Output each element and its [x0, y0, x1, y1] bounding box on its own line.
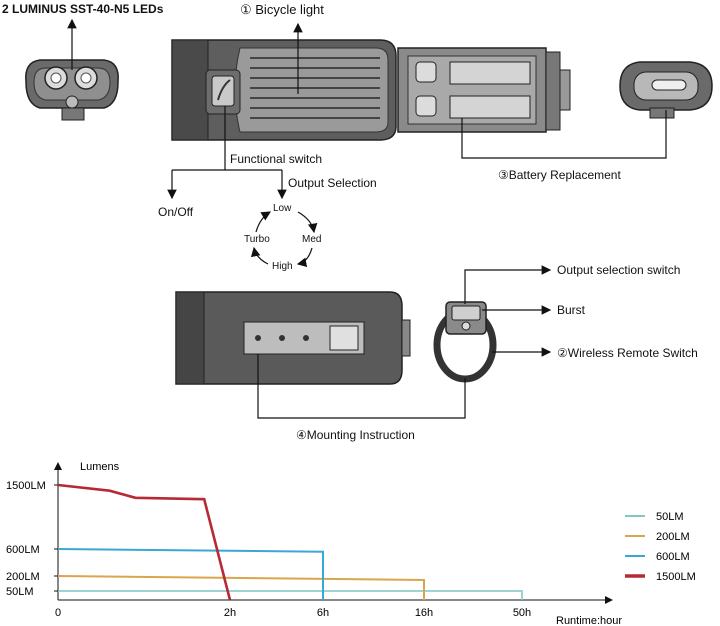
product-diagram	[25, 18, 713, 419]
leds-label: 2 LUMINUS SST-40-N5 LEDs	[2, 2, 164, 16]
chart-x-label: Runtime:hour	[556, 615, 622, 626]
legend-label: 200LM	[656, 531, 690, 543]
x-tick-label: 16h	[415, 607, 433, 619]
battery-replacement-label: ③Battery Replacement	[498, 168, 621, 182]
mounting-instruction-label: ④Mounting Instruction	[296, 428, 415, 442]
remote-callouts	[464, 265, 552, 357]
mode-low-label: Low	[273, 203, 292, 214]
x-tick-label: 0	[55, 607, 61, 619]
output-selection-label: Output Selection	[288, 176, 377, 190]
light-mounting-view	[175, 291, 411, 385]
x-tick-label: 50h	[513, 607, 531, 619]
battery-connectors	[461, 110, 667, 159]
series-line-600lm	[57, 548, 324, 600]
light-front-view	[25, 18, 119, 121]
bicycle-light-label: ① Bicycle light	[240, 2, 324, 17]
y-tick-label: 600LM	[6, 544, 40, 556]
series-line-50lm	[58, 590, 523, 600]
legend-label: 1500LM	[656, 571, 696, 583]
legend-label: 50LM	[656, 511, 684, 523]
chart-series	[57, 483, 523, 601]
mode-med-label: Med	[302, 234, 322, 245]
series-line-200lm	[57, 575, 425, 600]
mode-turbo-label: Turbo	[244, 234, 270, 245]
light-side-view	[171, 22, 397, 141]
wireless-remote-switch-label: ②Wireless Remote Switch	[557, 346, 698, 360]
x-tick-label: 2h	[224, 607, 236, 619]
y-tick-label: 200LM	[6, 571, 40, 583]
burst-label: Burst	[557, 303, 586, 317]
y-tick-label: 50LM	[6, 586, 34, 598]
chart-ticks: 50LM 200LM 600LM 1500LM 0 2h 6h 16h 50h	[6, 480, 531, 619]
output-selection-switch-label: Output selection switch	[557, 263, 681, 277]
chart-y-label: Lumens	[80, 461, 120, 473]
mode-high-label: High	[272, 261, 293, 272]
on-off-label: On/Off	[158, 205, 194, 219]
legend-label: 600LM	[656, 551, 690, 563]
functional-switch-connectors	[167, 106, 287, 200]
chart-legend: 50LM 200LM 600LM 1500LM	[625, 511, 696, 583]
mode-cycle-arrows	[250, 211, 318, 268]
light-rear-view	[619, 61, 713, 119]
x-tick-label: 6h	[317, 607, 329, 619]
mounting-connectors	[257, 354, 466, 419]
functional-switch-label: Functional switch	[230, 152, 323, 166]
y-tick-label: 1500LM	[6, 480, 46, 492]
battery-compartment	[397, 47, 571, 133]
series-line-1500lm	[57, 483, 232, 601]
